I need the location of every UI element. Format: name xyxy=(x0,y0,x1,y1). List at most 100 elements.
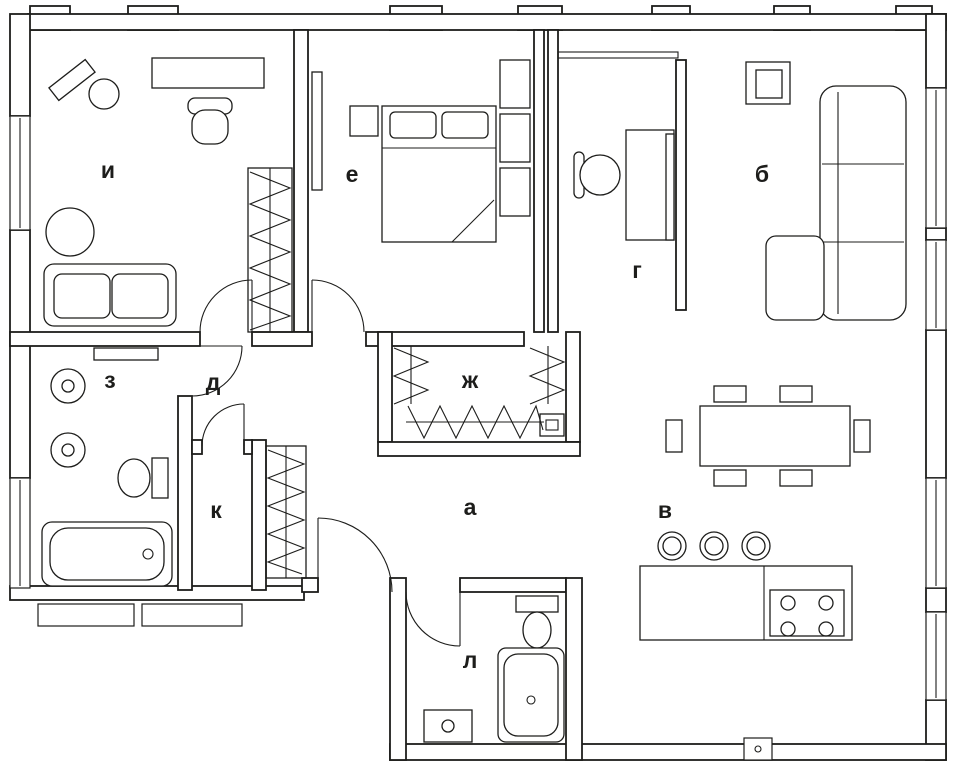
room-label-d: д xyxy=(206,369,221,395)
room-label-a: а xyxy=(464,494,477,520)
wall-right-3 xyxy=(925,329,947,479)
corner-sofa xyxy=(765,85,907,321)
wall-left-1 xyxy=(9,13,31,117)
window-sill-left-b xyxy=(141,603,243,627)
window-right-3 xyxy=(925,477,947,589)
wall-l-top xyxy=(459,577,567,593)
shower-tub xyxy=(497,647,565,743)
wall-right-2 xyxy=(925,227,947,241)
wall-i-e xyxy=(293,29,309,333)
picture-frame xyxy=(48,58,96,102)
chair-bottom-1 xyxy=(713,469,747,487)
wardrobe-zh-right-rail xyxy=(528,346,566,405)
toilet-l xyxy=(515,595,559,649)
chair-top-1 xyxy=(713,385,747,403)
room-label-i: и xyxy=(101,157,115,183)
desk-chair-i xyxy=(187,97,233,145)
wall-entry-jamb xyxy=(301,577,319,593)
wall-right-4 xyxy=(925,587,947,613)
window-left-1 xyxy=(9,115,31,231)
wall-g-b-partition xyxy=(675,59,687,311)
chair-bottom-2 xyxy=(779,469,813,487)
kitchen-set xyxy=(639,531,853,641)
wall-mid-2 xyxy=(251,331,313,347)
bed xyxy=(381,105,497,243)
room-label-e: е xyxy=(346,161,359,187)
windows xyxy=(9,87,947,761)
wall-zh-bottom xyxy=(377,441,581,457)
wall-zh-right xyxy=(565,331,581,443)
room-labels: и е б г з д ж к а в л xyxy=(101,157,769,673)
door-storage-k xyxy=(201,403,245,447)
room-i-furniture xyxy=(43,57,265,327)
nightstand-e xyxy=(349,105,379,137)
tv-panel xyxy=(665,133,675,241)
wall-shaft-a xyxy=(533,29,545,333)
shelf-z xyxy=(93,347,159,361)
stove xyxy=(769,589,845,637)
wall-z-d xyxy=(177,395,193,591)
window-right-4 xyxy=(925,611,947,701)
wall-right-1 xyxy=(925,13,947,89)
room-label-b: б xyxy=(755,161,769,187)
wardrobe-corridor-a xyxy=(265,445,307,579)
room-label-g: г xyxy=(632,257,642,283)
wardrobes xyxy=(247,167,566,579)
room-label-k: к xyxy=(210,497,222,523)
wall-l-right xyxy=(565,577,583,761)
chair-left xyxy=(665,419,683,453)
door-entrance xyxy=(317,517,393,593)
side-table-i xyxy=(45,207,95,257)
kitchen-counter xyxy=(639,565,853,641)
door-room-e xyxy=(311,279,365,333)
wall-mid-3 xyxy=(365,331,525,347)
window-right-2 xyxy=(925,239,947,331)
wardrobe-e-shelves xyxy=(499,59,531,217)
sink-unit-l xyxy=(423,709,473,743)
bar-stool-3 xyxy=(741,531,771,561)
sink-z-1 xyxy=(50,368,86,404)
sofa-i xyxy=(43,263,177,327)
dining-set xyxy=(665,385,871,487)
window-sill-left-a xyxy=(37,603,135,627)
bar-stool-1 xyxy=(657,531,687,561)
bar-stool-2 xyxy=(699,531,729,561)
wall-zh-left xyxy=(377,331,393,443)
wall-left-2 xyxy=(9,229,31,479)
bathtub xyxy=(41,521,173,587)
wardrobe-zh-bottom-rail xyxy=(406,404,544,440)
wardrobe-zh-drawer-box xyxy=(539,413,565,437)
wall-l-left xyxy=(389,577,407,761)
room-label-zh: ж xyxy=(461,367,479,393)
wall-k-right xyxy=(251,439,267,591)
dining-table xyxy=(699,405,851,467)
wall-k-top-a xyxy=(191,439,203,455)
chair-right xyxy=(853,419,871,453)
bathroom-l-fixtures xyxy=(423,595,565,743)
door-room-i xyxy=(199,279,253,333)
door-bathroom-l xyxy=(405,591,461,647)
side-table-b xyxy=(745,61,791,105)
wardrobe-room-i xyxy=(247,167,293,333)
wardrobe-zh-left-rail xyxy=(392,346,430,405)
office-chair-g xyxy=(573,151,621,199)
floor-lamp xyxy=(88,78,120,110)
interior-walls xyxy=(9,29,687,761)
window-right-1 xyxy=(925,87,947,229)
mirror-e xyxy=(311,71,323,191)
doors xyxy=(191,279,461,647)
room-label-z: з xyxy=(104,367,115,393)
door-bathroom-z xyxy=(191,345,243,397)
utility-box xyxy=(743,737,773,761)
room-label-l: л xyxy=(463,647,478,673)
wall-shaft-b xyxy=(547,29,559,333)
room-g-furniture xyxy=(573,129,675,241)
room-b-furniture xyxy=(745,61,907,321)
desk-i xyxy=(151,57,265,89)
bathroom-z-fixtures xyxy=(41,347,173,587)
room-e-furniture xyxy=(311,59,531,243)
wall-g-top xyxy=(557,51,679,59)
sink-z-2 xyxy=(50,432,86,468)
